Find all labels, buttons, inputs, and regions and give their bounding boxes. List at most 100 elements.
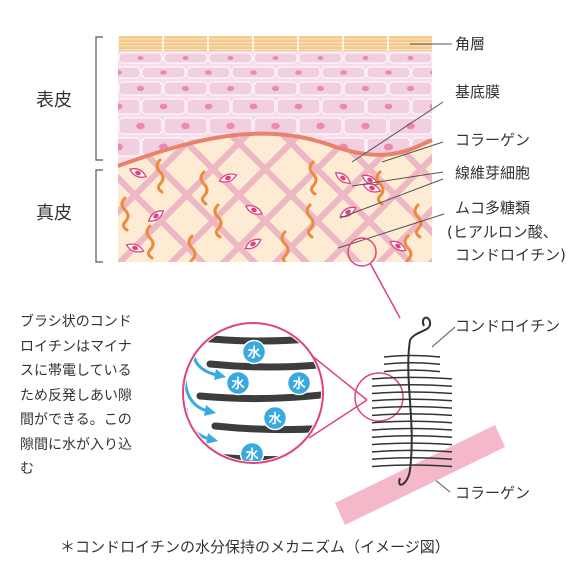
fibroblast (125, 243, 145, 253)
dermis-label: 真皮 (36, 203, 72, 224)
caption: ＊コンドロイチンの水分保持のメカニズム（イメージ図） (60, 538, 450, 556)
water-molecule: 水 (286, 370, 312, 396)
cell-nucleus (407, 56, 414, 60)
chondroitin-tail (409, 316, 432, 341)
collagen-label: コラーゲン (455, 131, 531, 149)
ground-substance-squiggle (213, 203, 223, 239)
brush-bristle (383, 369, 441, 373)
cell-nucleus (385, 70, 392, 75)
fibroblast (244, 205, 264, 215)
cell-nucleus (295, 70, 302, 75)
explanation-line: ロイチンはマイナ (20, 338, 132, 355)
fibroblast (218, 173, 238, 183)
cell-nucleus (339, 103, 348, 110)
cell-nucleus (316, 85, 325, 92)
cell-nucleus (181, 85, 190, 92)
flow-arrowhead (204, 405, 216, 416)
brush-bristle (383, 362, 441, 366)
cell-nucleus (226, 85, 235, 92)
ground-substance-squiggle (308, 160, 318, 196)
chondroitin-label: コンドロイチン (455, 317, 561, 335)
brush-bristle (371, 391, 453, 395)
fibroblast-label: 線維芽細胞 (455, 164, 531, 182)
cell-nucleus (250, 70, 257, 75)
ground-substance-squiggle (375, 170, 385, 206)
cell-nucleus (317, 56, 324, 60)
zoom-circle-right (354, 372, 404, 422)
water-molecule: 水 (225, 370, 251, 396)
explanation-line: 隙間に水が入り込 (20, 436, 132, 453)
explanation-line: ブラシ状のコンド (20, 314, 132, 330)
basement-membrane (117, 131, 433, 168)
cell-nucleus (160, 70, 167, 75)
ground-substance-squiggle (199, 170, 209, 206)
chondroitin-backbone (398, 339, 413, 486)
collagen-band (335, 425, 505, 525)
cell-nucleus (361, 122, 370, 130)
stratum-corneum-label: 角層 (455, 35, 486, 53)
svg-text:水: 水 (245, 447, 259, 463)
fibroblast (389, 240, 407, 252)
cell-nucleus (272, 56, 279, 60)
explanation-line: ため反発しあい隙 (20, 387, 132, 404)
svg-text:水: 水 (292, 376, 306, 392)
magnified-strand (196, 334, 321, 345)
mucopolysaccharide-sub1: (ヒアルロン酸、 (447, 223, 558, 241)
fibroblast (362, 183, 382, 193)
cell-nucleus (384, 143, 393, 151)
magnified-strand (196, 390, 321, 403)
brush-bristle (371, 398, 453, 402)
cell-nucleus (249, 103, 258, 110)
cell-nucleus (294, 103, 303, 110)
water-molecule: 水 (262, 405, 288, 431)
explanation-line: 間ができる。この (20, 412, 132, 428)
cell-nucleus (362, 56, 369, 60)
flow-arrowhead (206, 433, 218, 444)
mucopolysaccharide-sub2: コンドロイチン) (455, 246, 566, 264)
cell-nucleus (429, 103, 432, 110)
ground-substance-squiggle (187, 234, 197, 262)
cell-nucleus (384, 103, 393, 110)
chondroitin-brush (371, 316, 453, 486)
cell-nucleus (316, 122, 325, 130)
basement-membrane-label: 基底膜 (455, 83, 501, 101)
ground-substance-squiggle (120, 196, 130, 232)
cell-nucleus (204, 103, 213, 110)
explanation-line: スに帯電している (20, 363, 132, 379)
flow-arrowhead (214, 369, 226, 380)
fibroblast (128, 168, 148, 178)
fibroblast (334, 172, 352, 184)
cell-nucleus (227, 56, 234, 60)
collagen-fiber (317, 133, 432, 262)
leader-lines (337, 43, 456, 493)
water-molecule: 水 (239, 441, 265, 463)
magnified-strand (206, 360, 321, 371)
cell-nucleus (118, 103, 123, 110)
cell-nucleus (226, 122, 235, 130)
brush-bristle (371, 383, 453, 387)
cell-nucleus (430, 70, 432, 75)
cell-nucleus (406, 85, 415, 92)
water-molecule: 水 (241, 339, 267, 365)
fibroblast (339, 206, 357, 218)
cell-nucleus (340, 70, 347, 75)
epidermis-label: 表皮 (36, 90, 72, 111)
svg-text:水: 水 (247, 345, 261, 361)
ground-substance-squiggle (305, 203, 315, 239)
epidermis-bracket (95, 36, 103, 161)
cell-nucleus (136, 85, 145, 92)
ground-substance-squiggle (280, 230, 290, 262)
dermis-bracket (95, 169, 103, 263)
brush-bristle (371, 413, 453, 417)
cell-nucleus (271, 122, 280, 130)
explanation-text: ブラシ状のコンド ロイチンはマイナ スに帯電している ため反発しあい隙 間ができ… (20, 310, 132, 482)
ground-substance-squiggle (413, 203, 423, 239)
cell-nucleus (182, 56, 189, 60)
stratum-corneum (117, 36, 432, 51)
mucopolysaccharide-label: ムコ多糖類 (455, 199, 531, 217)
explanation-line: む (20, 461, 34, 477)
cell-nucleus (137, 56, 144, 60)
cell-nucleus (136, 122, 145, 130)
ground-substance-squiggle (155, 158, 165, 194)
